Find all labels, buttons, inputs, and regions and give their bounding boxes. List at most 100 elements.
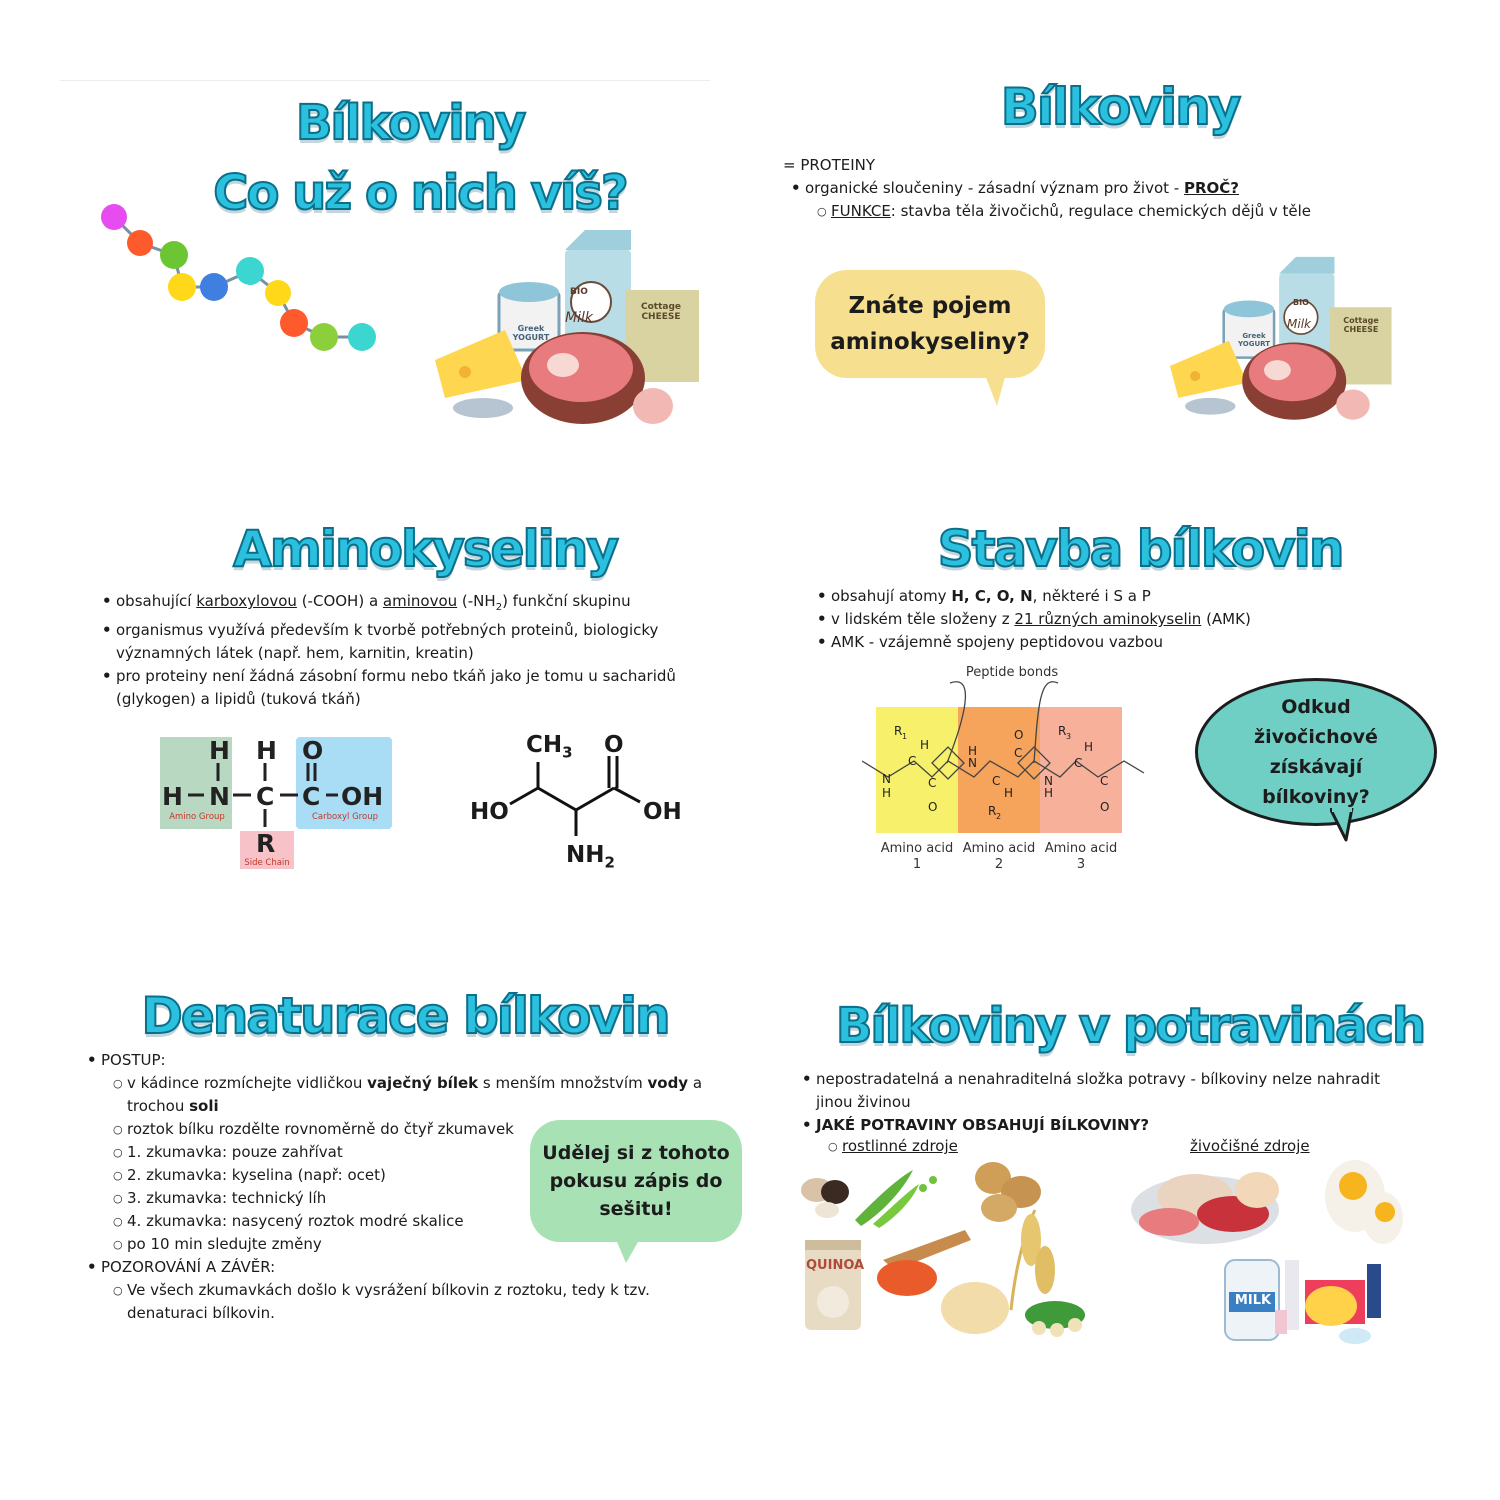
svg-text:N: N: [882, 772, 891, 786]
text: (-NH: [457, 592, 496, 610]
step-2: roztok bílku rozdělte rovnoměrně do čtyř…: [85, 1118, 735, 1141]
text: obsahují atomy: [831, 587, 952, 605]
emph-amino: aminovou: [382, 592, 458, 610]
skeletal-formula: CH3 O HO OH NH2: [468, 732, 698, 877]
svg-text:H: H: [920, 738, 929, 752]
svg-text:R: R: [988, 804, 996, 818]
svg-text:O: O: [1100, 800, 1109, 814]
text: (AMK): [1201, 610, 1251, 628]
step-5: 3. zkumavka: technický líh: [85, 1187, 735, 1210]
svg-text:R: R: [1058, 724, 1066, 738]
slide-denaturation: Denaturace bílkovin POSTUP: v kádince ro…: [70, 975, 770, 1435]
svg-text:R: R: [256, 829, 275, 858]
bio-label: BIO: [1293, 298, 1309, 307]
bubble-tail: [983, 370, 1007, 406]
svg-text:C: C: [302, 782, 320, 811]
bullet-postup: POSTUP:: [85, 1049, 735, 1072]
step-6: 4. zkumavka: nasycený roztok modré skali…: [85, 1210, 735, 1233]
slide-amino-acids: Aminokyseliny obsahující karboxylovou (-…: [75, 510, 775, 930]
bullet-groups: obsahující karboxylovou (-COOH) a aminov…: [100, 590, 690, 619]
text: rostlinné zdroje: [842, 1137, 958, 1155]
bullet-list: nepostradatelná a nenahraditelná složka …: [800, 1068, 1400, 1137]
svg-text:H: H: [1004, 786, 1013, 800]
bullet-text: : stavba těla živočichů, regulace chemic…: [890, 202, 1312, 220]
bullet-essential: nepostradatelná a nenahraditelná složka …: [800, 1068, 1400, 1114]
svg-text:C: C: [928, 776, 936, 790]
quinoa-label: QUINOA: [806, 1258, 865, 1273]
svg-text:C: C: [1074, 756, 1082, 770]
text-block: = PROTEINY organické sloučeniny - zásadn…: [783, 154, 1403, 223]
emph: vody: [647, 1074, 689, 1092]
svg-text:3: 3: [1066, 732, 1071, 741]
step-3: 1. zkumavka: pouze zahřívat: [85, 1141, 735, 1164]
emph-carboxyl: karboxylovou: [196, 592, 297, 610]
bubble-tail: [614, 1235, 642, 1263]
svg-text:H: H: [1084, 740, 1093, 754]
svg-text:H: H: [256, 736, 277, 765]
bubble-tail: [1330, 808, 1354, 842]
slide-protein-structure: Stavba bílkovin obsahují atomy H, C, O, …: [790, 510, 1490, 930]
bubble-text: Odkud živočichové získávají bílkoviny?: [1254, 696, 1378, 808]
milk-label: Milk: [565, 310, 593, 326]
svg-text:C: C: [1014, 746, 1022, 760]
step-1: v kádince rozmíchejte vidličkou vaječný …: [85, 1072, 735, 1118]
side-chain-label: Side Chain: [244, 858, 290, 868]
peptide-bonds-label: Peptide bonds: [965, 665, 1059, 680]
slide-subtitle: Co už o nich víš?: [212, 164, 630, 222]
plant-sources-heading: rostlinné zdroje: [800, 1135, 958, 1158]
subscript: 3: [562, 743, 573, 762]
carboxyl-group-label: Carboxyl Group: [312, 812, 378, 822]
amino-acid-structure: H H O H N C C OH R Amino: [160, 735, 395, 875]
emph-21: 21 různých aminokyselin: [1014, 610, 1202, 628]
svg-text:O: O: [928, 800, 937, 814]
structure-bonds: H H O H N C C OH R: [162, 736, 383, 858]
cheese-label: Cottage CHEESE: [640, 302, 681, 322]
svg-text:H: H: [162, 782, 183, 811]
amino-acid-1-label: Amino acid 1: [880, 841, 954, 872]
bullet-list: POSTUP: v kádince rozmíchejte vidličkou …: [85, 1049, 735, 1325]
amino-chain-illustration: [101, 204, 376, 351]
bullet-text: organické sloučeniny - zásadní význam pr…: [805, 179, 1184, 197]
svg-text:H: H: [968, 744, 977, 758]
amino-acid-3-label: Amino acid 3: [1044, 841, 1118, 872]
svg-text:N: N: [1044, 774, 1053, 788]
svg-text:O: O: [1014, 728, 1023, 742]
emph: soli: [189, 1097, 219, 1115]
speech-bubble: Odkud živočichové získávají bílkoviny?: [1195, 678, 1437, 826]
slide-title: Bílkoviny v potravinách: [835, 997, 1427, 1055]
slide-title: Bílkoviny: [1000, 77, 1243, 137]
milk-label: Milk: [1287, 317, 1311, 331]
animal-sources-heading: živočišné zdroje: [1190, 1135, 1310, 1158]
yogurt-label: Greek YOGURT: [1237, 332, 1271, 348]
svg-text:O: O: [302, 736, 323, 765]
svg-text:C: C: [992, 774, 1000, 788]
slide-protein-foods: Bílkoviny v potravinách nepostradatelná …: [790, 990, 1490, 1450]
bullet-atoms: obsahují atomy H, C, O, N, některé i S a…: [815, 585, 1415, 608]
subscript: 2: [604, 853, 615, 872]
carboxyl-group-box: [296, 737, 392, 829]
subscript: 2: [495, 602, 503, 613]
bullet-list: obsahující karboxylovou (-COOH) a aminov…: [100, 590, 690, 711]
speech-bubble: Udělej si z tohoto pokusu zápis do sešit…: [530, 1120, 742, 1242]
plant-foods-illustration: [801, 1162, 1085, 1337]
milk-label: MILK: [1234, 1293, 1272, 1308]
bullet-organic: organické sloučeniny - zásadní význam pr…: [789, 177, 1403, 200]
bullet-storage: pro proteiny není žádná zásobní formu ne…: [100, 665, 690, 711]
text: , některé i S a P: [1032, 587, 1151, 605]
svg-text:H: H: [882, 786, 891, 800]
amino-acid-1-band: [876, 707, 958, 833]
svg-text:2: 2: [996, 812, 1001, 821]
bullet-21-amino: v lidském těle složeny z 21 různých amin…: [815, 608, 1415, 631]
oh-label: OH: [643, 799, 682, 825]
bullet-question: JAKÉ POTRAVINY OBSAHUJÍ BÍLKOVINY?: [800, 1114, 1400, 1137]
emph-proc: PROČ?: [1183, 179, 1239, 197]
skeletal-bonds: [509, 756, 641, 836]
emph: vaječný bílek: [367, 1074, 479, 1092]
text: NH: [566, 842, 605, 868]
text: s menším množstvím: [478, 1074, 648, 1092]
slide-proteins: Bílkoviny = PROTEINY organické sloučenin…: [775, 70, 1475, 490]
divider: [60, 80, 710, 81]
bubble-text: Znáte pojem aminokyseliny?: [830, 293, 1030, 355]
